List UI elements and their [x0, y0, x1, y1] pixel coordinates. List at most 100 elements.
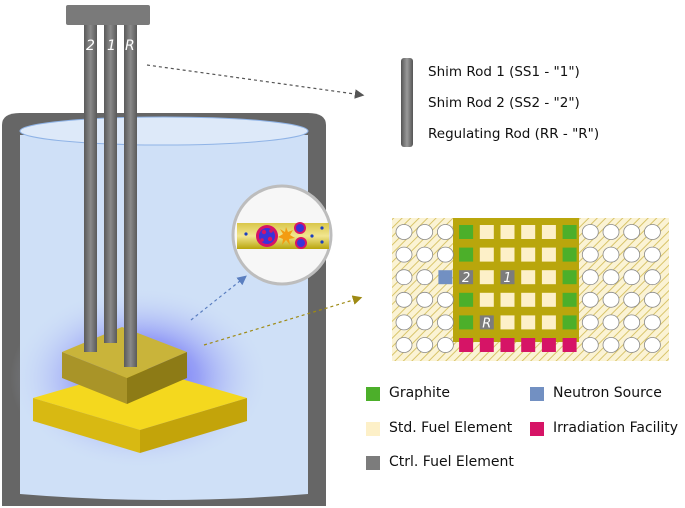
core-empty-position	[395, 224, 413, 240]
core-empty-position	[395, 291, 413, 308]
core-ctrl-fuel-cell	[500, 270, 515, 285]
core-empty-position	[395, 314, 413, 331]
core-empty-position	[416, 246, 434, 263]
core-empty-position	[581, 291, 599, 308]
legend-swatch-neutron-source	[530, 387, 544, 401]
core-std-fuel-cell	[479, 292, 494, 307]
core-graphite-cell	[459, 292, 474, 307]
rod-legend-icon	[401, 58, 413, 147]
core-empty-position	[602, 224, 620, 240]
core-empty-position	[395, 246, 413, 263]
core-empty-position	[602, 337, 620, 353]
control-rod-2	[84, 25, 97, 352]
core-std-fuel-cell	[500, 225, 515, 239]
legend-swatch-graphite	[366, 387, 380, 401]
core-empty-position	[416, 314, 434, 331]
legend-label-graphite: Graphite	[389, 385, 450, 401]
core-std-fuel-cell	[500, 292, 515, 307]
rod-legend-shim1: Shim Rod 1 (SS1 - "1")	[428, 64, 580, 80]
core-std-fuel-cell	[500, 315, 515, 330]
legend-label-neutron-source: Neutron Source	[553, 385, 662, 401]
core-empty-position	[602, 314, 620, 331]
core-irradiation-cell	[541, 338, 556, 352]
core-graphite-cell	[459, 247, 474, 262]
core-empty-position	[436, 337, 454, 353]
core-empty-position	[581, 246, 599, 263]
core-empty-position	[581, 269, 599, 286]
core-ctrl-fuel-cell	[479, 315, 494, 330]
core-std-fuel-cell	[479, 270, 494, 285]
rod-marker-r: R	[125, 38, 135, 54]
core-std-fuel-cell	[521, 225, 536, 239]
core-irradiation-cell	[479, 338, 494, 352]
legend-label-irradiation: Irradiation Facility	[553, 420, 679, 436]
core-std-fuel-cell	[541, 292, 556, 307]
control-rod-1	[104, 25, 117, 343]
core-empty-position	[623, 337, 641, 353]
core-empty-position	[623, 314, 641, 331]
core-empty-position	[644, 269, 661, 286]
core-graphite-cell	[562, 315, 577, 330]
core-graphite-cell	[562, 292, 577, 307]
core-std-fuel-cell	[541, 225, 556, 239]
core-empty-position	[602, 269, 620, 286]
core-irradiation-cell	[500, 338, 515, 352]
core-empty-position	[416, 269, 434, 286]
core-empty-position	[436, 246, 454, 263]
core-neutron-source-cell	[438, 270, 453, 285]
control-rods: 2 1 R	[66, 5, 150, 367]
core-std-fuel-cell	[479, 247, 494, 262]
core-ctrl-fuel-cell	[459, 270, 474, 285]
core-irradiation-cell	[562, 338, 577, 352]
core-empty-position	[436, 291, 454, 308]
core-empty-position	[395, 337, 413, 353]
core-empty-position	[416, 291, 434, 308]
core-empty-position	[623, 291, 641, 308]
core-empty-position	[581, 337, 599, 353]
core-label-shim2: 2	[462, 271, 470, 286]
rod-marker-1: 1	[107, 38, 116, 54]
core-empty-position	[644, 337, 661, 353]
core-empty-position	[602, 246, 620, 263]
core-empty-position	[602, 291, 620, 308]
core-std-fuel-cell	[521, 315, 536, 330]
core-graphite-cell	[562, 225, 577, 239]
core-std-fuel-cell	[500, 247, 515, 262]
rod-top-plate	[66, 5, 150, 25]
core-empty-position	[644, 224, 661, 240]
core-label-shim1: 1	[503, 271, 511, 286]
core-label-reg: R	[482, 316, 491, 331]
core-map: 2 1R	[392, 218, 669, 361]
core-empty-position	[623, 224, 641, 240]
core-irradiation-cell	[459, 338, 474, 352]
legend-swatch-irradiation	[530, 422, 544, 436]
rod-legend-regulating: Regulating Rod (RR - "R")	[428, 126, 600, 142]
core-graphite-cell	[562, 270, 577, 285]
core-graphite-cell	[562, 247, 577, 262]
legend-swatch-ctrl-fuel	[366, 456, 380, 470]
legend-swatch-std-fuel	[366, 422, 380, 436]
core-irradiation-cell	[521, 338, 536, 352]
rod-legend-shim2: Shim Rod 2 (SS2 - "2")	[428, 95, 580, 111]
core-graphite-cell	[459, 225, 474, 239]
core-empty-position	[436, 314, 454, 331]
core-std-fuel-cell	[521, 292, 536, 307]
core-empty-position	[581, 224, 599, 240]
rod-callout-arrow	[146, 64, 365, 99]
core-empty-position	[416, 337, 434, 353]
core-empty-position	[581, 314, 599, 331]
core-empty-position	[623, 246, 641, 263]
core-std-fuel-cell	[479, 225, 494, 239]
core-empty-position	[644, 314, 661, 331]
core-std-fuel-cell	[541, 270, 556, 285]
core-empty-position	[395, 269, 413, 286]
legend-label-ctrl-fuel: Ctrl. Fuel Element	[389, 454, 514, 470]
control-rod-r	[124, 25, 137, 367]
core-empty-position	[623, 269, 641, 286]
legend-label-std-fuel: Std. Fuel Element	[389, 420, 513, 436]
core-empty-position	[416, 224, 434, 240]
fuel-element-magnifier	[231, 184, 333, 286]
core-empty-position	[644, 291, 661, 308]
core-std-fuel-cell	[541, 315, 556, 330]
